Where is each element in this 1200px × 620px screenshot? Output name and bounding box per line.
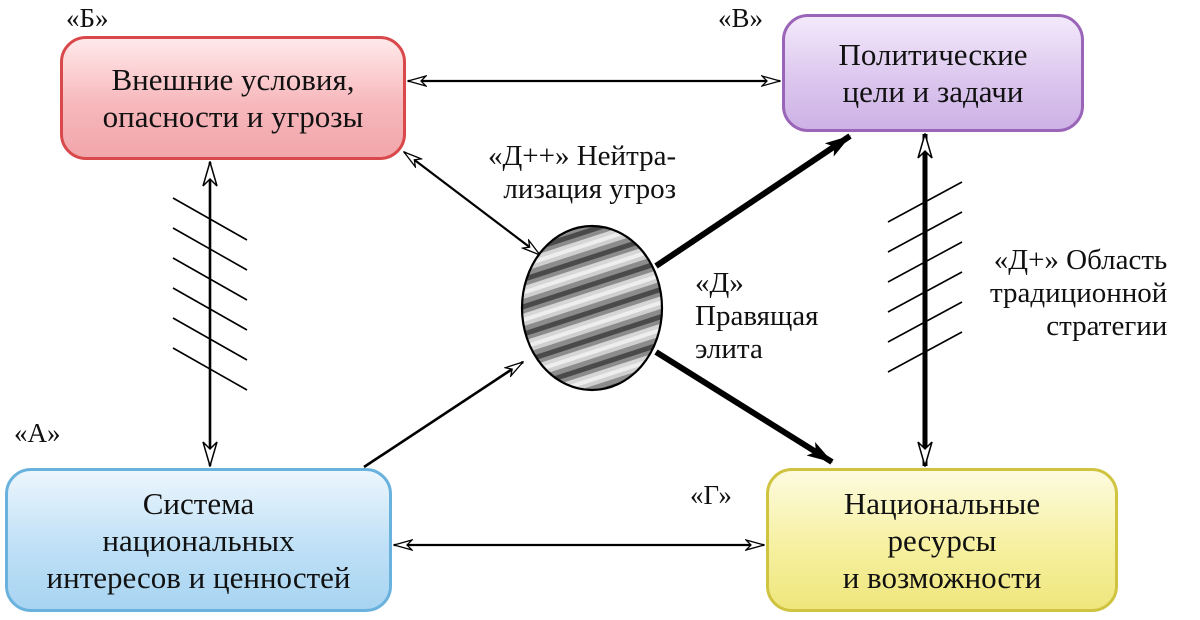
tag-resources: «Г»	[690, 480, 732, 510]
political-goals-box: Политические цели и задачи	[782, 14, 1084, 132]
national-resources-text: Национальные ресурсы и возможности	[842, 485, 1042, 595]
hatching-right	[887, 181, 963, 373]
tag-interests: «А»	[14, 418, 61, 448]
arrow-interests-elite	[363, 362, 523, 469]
hatching-left	[172, 197, 248, 391]
threat-neutralization-label: «Д++» Нейтра- лизация угроз	[488, 140, 677, 205]
external-conditions-text: Внешние условия, опасности и угрозы	[102, 62, 364, 134]
arrow-external-elite	[404, 152, 540, 255]
external-conditions-box: Внешние условия, опасности и угрозы	[60, 36, 406, 160]
traditional-strategy-label: «Д+» Область традиционной стратегии	[990, 244, 1168, 342]
tag-external: «Б»	[66, 3, 109, 33]
arrow-elite-resources	[654, 349, 834, 465]
arrow-elite-political	[654, 133, 852, 269]
ruling-elite-ellipse	[520, 224, 664, 392]
political-goals-text: Политические цели и задачи	[838, 37, 1028, 109]
national-interests-box: Система национальных интересов и ценност…	[5, 468, 392, 612]
ruling-elite-label: «Д» Правящая элита	[695, 267, 819, 365]
tag-political: «В»	[718, 3, 764, 33]
national-resources-box: Национальные ресурсы и возможности	[766, 468, 1118, 612]
national-interests-text: Система национальных интересов и ценност…	[46, 485, 351, 595]
